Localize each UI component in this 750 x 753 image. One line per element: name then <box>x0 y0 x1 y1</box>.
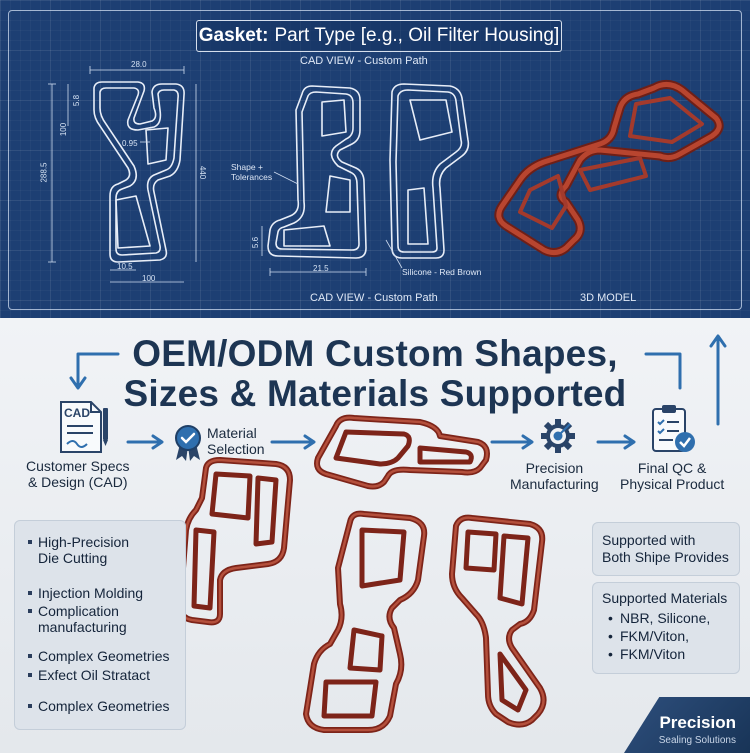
bullet <box>28 704 32 708</box>
brand-name: Precision <box>659 713 736 732</box>
step-material-selection: Material Selection <box>207 425 265 457</box>
materials-bullet: • <box>608 646 613 662</box>
top-cad-caption: CAD VIEW - Custom Path <box>300 55 428 67</box>
step-precision-manufacturing: Precision Manufacturing <box>510 460 599 492</box>
dim-0-95: 0.95 <box>122 139 138 148</box>
support-heading: Supported with Both Shipe Provides <box>602 532 729 565</box>
lower-panel: OEM/ODM Custom Shapes, Sizes & Materials… <box>0 318 750 753</box>
bullet <box>28 654 32 658</box>
dim-width-top: 28.0 <box>131 60 147 69</box>
cad-outline-right <box>389 83 470 259</box>
blueprint-drawings <box>48 66 724 283</box>
shape-tolerances-note: Shape + Tolerances <box>231 162 273 182</box>
material-note: Silicone - Red Brown <box>402 267 482 277</box>
blueprint-title: Gasket: Part Type [e.g., Oil Filter Hous… <box>196 20 562 52</box>
3d-model-caption: 3D MODEL <box>580 292 637 304</box>
capability-item: Exfect Oil Stratact <box>38 667 151 683</box>
gasket-top <box>314 414 490 490</box>
cad-outline-left <box>93 81 185 263</box>
capability-item: High-Precision Die Cutting <box>38 534 130 566</box>
step-final-qc: Final QC & Physical Product <box>620 460 725 492</box>
gasket-left <box>177 457 293 626</box>
materials-bullet: • <box>608 610 613 626</box>
title-rest: Part Type [e.g., Oil Filter Housing] <box>274 25 560 46</box>
cad-outline-left-inner <box>99 87 179 256</box>
capability-item: Complication manufacturing <box>38 603 127 635</box>
capability-item: Injection Molding <box>38 585 144 601</box>
material-item: FKM/Viton, <box>620 628 689 644</box>
physical-gaskets <box>177 414 547 733</box>
materials-heading: Supported Materials <box>602 590 728 606</box>
material-item: FKM/Viton <box>620 646 686 662</box>
blueprint-panel: Gasket: Part Type [e.g., Oil Filter Hous… <box>0 0 750 318</box>
process-flow-arrows <box>69 334 727 450</box>
capabilities-panel: High-Precision Die Cutting Injection Mol… <box>14 520 186 730</box>
bottom-cad-caption: CAD VIEW - Custom Path <box>310 292 438 304</box>
materials-bullet: • <box>608 628 613 644</box>
bullet <box>28 673 32 677</box>
3d-gasket-model <box>494 80 724 258</box>
dim-21-5: 21.5 <box>313 264 329 273</box>
support-panel: Supported with Both Shipe Provides <box>592 522 740 576</box>
brand-tagline: Sealing Solutions <box>658 735 736 746</box>
bullet <box>28 540 32 544</box>
step-customer-specs: Customer Specs & Design (CAD) <box>26 458 130 490</box>
gear-target-icon <box>540 418 576 454</box>
cad-document-icon: CAD <box>55 400 111 454</box>
blueprint-frame <box>8 10 742 310</box>
capability-item: Complex Geometries <box>38 698 170 714</box>
gasket-right <box>449 514 547 728</box>
materials-panel: Supported Materials • NBR, Silicone, • F… <box>592 582 740 674</box>
gasket-center <box>303 510 428 733</box>
dim-100-horizontal: 100 <box>142 274 156 283</box>
capability-item: Complex Geometries <box>38 648 170 664</box>
headline-line-2: Sizes & Materials Supported <box>123 373 627 414</box>
cad-outline-middle <box>267 85 367 259</box>
dim-10-5: 10.5 <box>117 262 133 271</box>
award-badge-icon <box>172 424 204 462</box>
material-item: NBR, Silicone, <box>620 610 711 626</box>
cad-doc-label: CAD <box>64 406 90 420</box>
bullet <box>28 591 32 595</box>
headline-line-1: OEM/ODM Custom Shapes, <box>132 333 618 374</box>
bullet <box>28 609 32 613</box>
title-bold: Gasket: <box>198 25 269 46</box>
checklist-clipboard-icon <box>651 404 697 454</box>
